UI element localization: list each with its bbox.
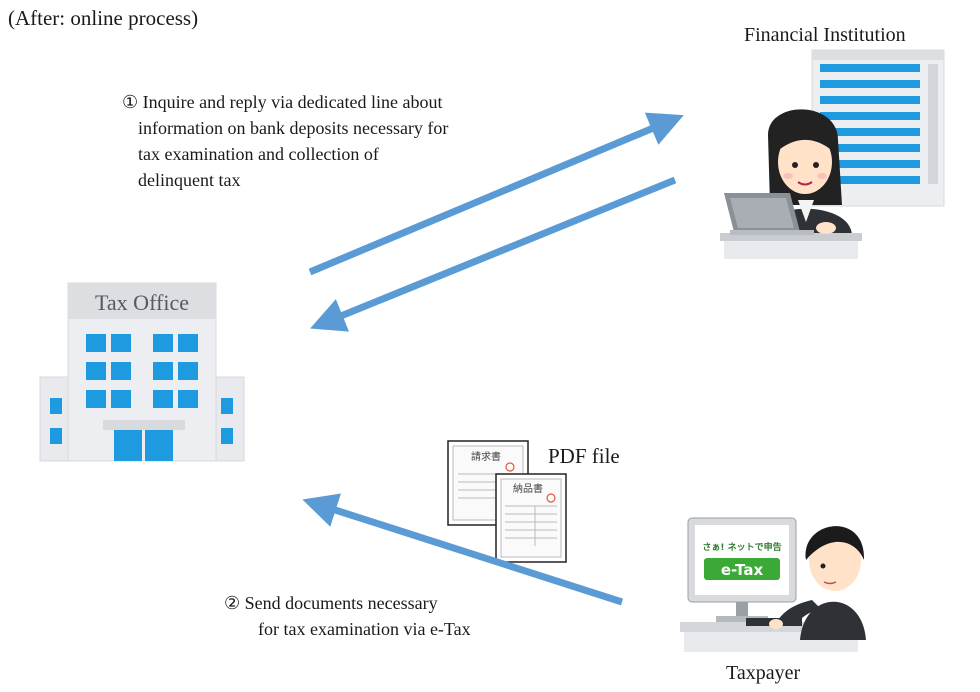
step2-description: ② Send documents necessary for tax exami… <box>224 590 471 642</box>
pdf-file-label: PDF file <box>548 444 620 468</box>
arrow-to-financial-institution <box>308 112 684 276</box>
taxpayer-illustration: さぁ! ネットで申告 e-Tax <box>680 517 866 652</box>
step1-line3: tax examination and collection of <box>138 144 379 164</box>
header-note: (After: online process) <box>8 6 199 30</box>
step1-line1: ① Inquire and reply via dedicated line a… <box>122 92 443 112</box>
arrow-to-tax-office <box>310 176 677 332</box>
pdf-documents: 請求書 納品書 <box>447 440 567 563</box>
etax-logo: e-Tax <box>721 561 764 579</box>
arrow-from-taxpayer <box>302 493 624 606</box>
step1-line2: information on bank deposits necessary f… <box>138 118 449 138</box>
tax-office-label: Tax Office <box>95 290 189 315</box>
bank-staff-illustration <box>720 109 862 259</box>
step1-description: ① Inquire and reply via dedicated line a… <box>122 89 448 193</box>
tax-office-building: Tax Office <box>39 282 245 462</box>
delivery-note-title: 納品書 <box>513 482 543 495</box>
invoice-title: 請求書 <box>471 450 501 463</box>
step2-line1: ② Send documents necessary <box>224 593 438 613</box>
step1-line4: delinquent tax <box>138 170 241 190</box>
step2-line2: for tax examination via e-Tax <box>258 619 471 639</box>
taxpayer-label: Taxpayer <box>726 662 801 684</box>
etax-tagline: さぁ! ネットで申告 <box>702 541 781 553</box>
financial-institution-label: Financial Institution <box>744 24 906 46</box>
